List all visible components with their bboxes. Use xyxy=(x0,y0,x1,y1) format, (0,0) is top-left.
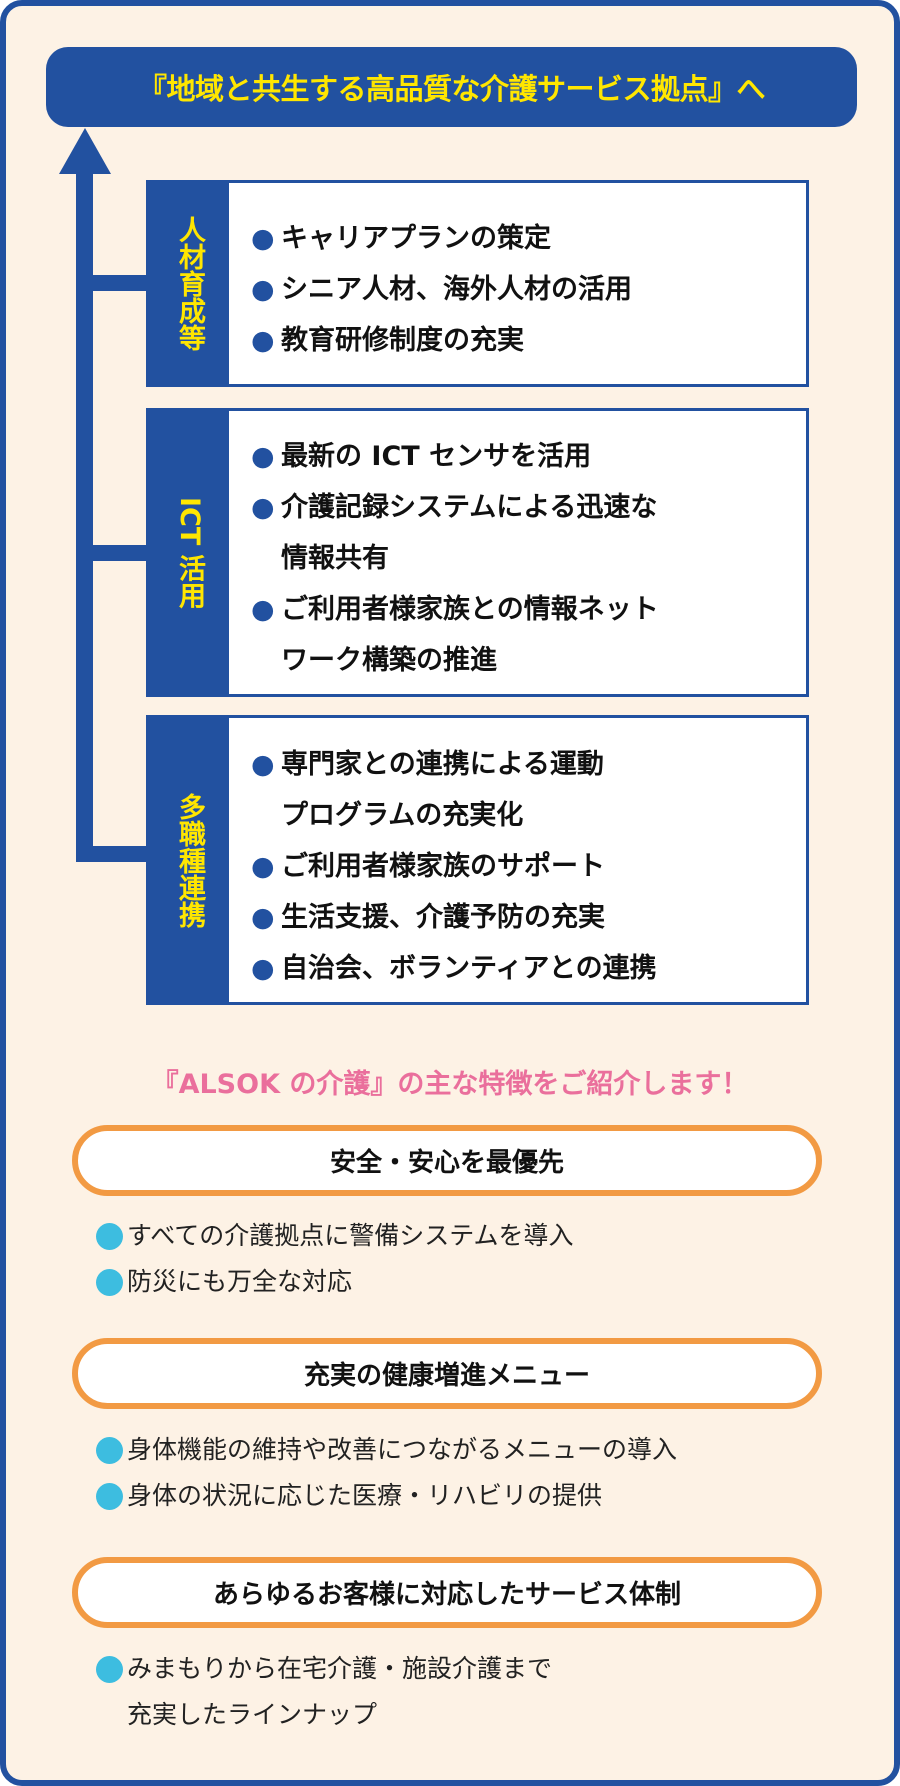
feature-list: 身体機能の維持や改善につながるメニューの導入 身体の状況に応じた医療・リハビリの… xyxy=(96,1427,677,1519)
list-item: みまもりから在宅介護・施設介護まで 充実したラインナップ xyxy=(96,1646,552,1738)
feature-title: 充実の健康増進メニュー xyxy=(72,1338,822,1409)
list-item: ●ご利用者様家族のサポート xyxy=(251,841,806,892)
bullet-icon xyxy=(96,1437,123,1464)
box-label: 多職種連携 xyxy=(149,718,229,1002)
bullet-icon: ● xyxy=(251,325,275,356)
bullet-icon xyxy=(96,1483,123,1510)
box-label: 人材育成等 xyxy=(149,183,229,384)
strategy-box-hr: 人材育成等 ●キャリアプランの策定 ●シニア人材、海外人材の活用 ●教育研修制度… xyxy=(146,180,809,387)
bullet-icon xyxy=(96,1223,123,1250)
list-item: 防災にも万全な対応 xyxy=(96,1259,574,1305)
feature-list: みまもりから在宅介護・施設介護まで 充実したラインナップ xyxy=(96,1646,552,1738)
bullet-icon: ● xyxy=(251,274,275,305)
list-item: ●専門家との連携による運動 プログラムの充実化 xyxy=(251,739,806,841)
bullet-icon: ● xyxy=(251,952,275,984)
bullet-icon: ● xyxy=(251,492,275,523)
list-item: ●教育研修制度の充実 xyxy=(251,315,806,366)
list-item: ●介護記録システムによる迅速な 情報共有 xyxy=(251,482,806,584)
list-item: 身体機能の維持や改善につながるメニューの導入 xyxy=(96,1427,677,1473)
bullet-icon: ● xyxy=(251,594,275,625)
strategy-box-collab: 多職種連携 ●専門家との連携による運動 プログラムの充実化 ●ご利用者様家族のサ… xyxy=(146,715,809,1005)
list-item: ●自治会、ボランティアとの連携 xyxy=(251,943,806,994)
connector xyxy=(76,275,148,291)
bullet-icon: ● xyxy=(251,748,275,780)
connector xyxy=(76,545,148,561)
list-item: すべての介護拠点に警備システムを導入 xyxy=(96,1213,574,1259)
connector xyxy=(76,846,148,862)
arrow-up-icon xyxy=(59,128,111,174)
list-item: ●シニア人材、海外人材の活用 xyxy=(251,264,806,315)
list-item: ●最新の ICT センサを活用 xyxy=(251,431,806,482)
bullet-icon: ● xyxy=(251,441,275,472)
features-heading: 『ALSOK の介護』の主な特徴をご紹介します！ xyxy=(151,1069,749,1100)
bullet-icon: ● xyxy=(251,223,275,254)
feature-list: すべての介護拠点に警備システムを導入 防災にも万全な対応 xyxy=(96,1213,574,1305)
list-item: ●キャリアプランの策定 xyxy=(251,213,806,264)
bullet-icon xyxy=(96,1656,123,1683)
list-item: ●ご利用者様家族との情報ネット ワーク構築の推進 xyxy=(251,584,806,686)
list-item: 身体の状況に応じた医療・リハビリの提供 xyxy=(96,1473,677,1519)
bullet-icon: ● xyxy=(251,901,275,933)
arrow-shaft xyxy=(76,168,93,862)
feature-title: あらゆるお客様に対応したサービス体制 xyxy=(72,1557,822,1628)
bullet-icon xyxy=(96,1269,123,1296)
feature-title: 安全・安心を最優先 xyxy=(72,1125,822,1196)
strategy-box-ict: ICT 活用 ●最新の ICT センサを活用 ●介護記録システムによる迅速な 情… xyxy=(146,408,809,697)
box-label: ICT 活用 xyxy=(149,411,229,694)
list-item: ●生活支援、介護予防の充実 xyxy=(251,892,806,943)
bullet-icon: ● xyxy=(251,850,275,882)
goal-banner: 『地域と共生する高品質な介護サービス拠点』へ xyxy=(46,47,857,127)
